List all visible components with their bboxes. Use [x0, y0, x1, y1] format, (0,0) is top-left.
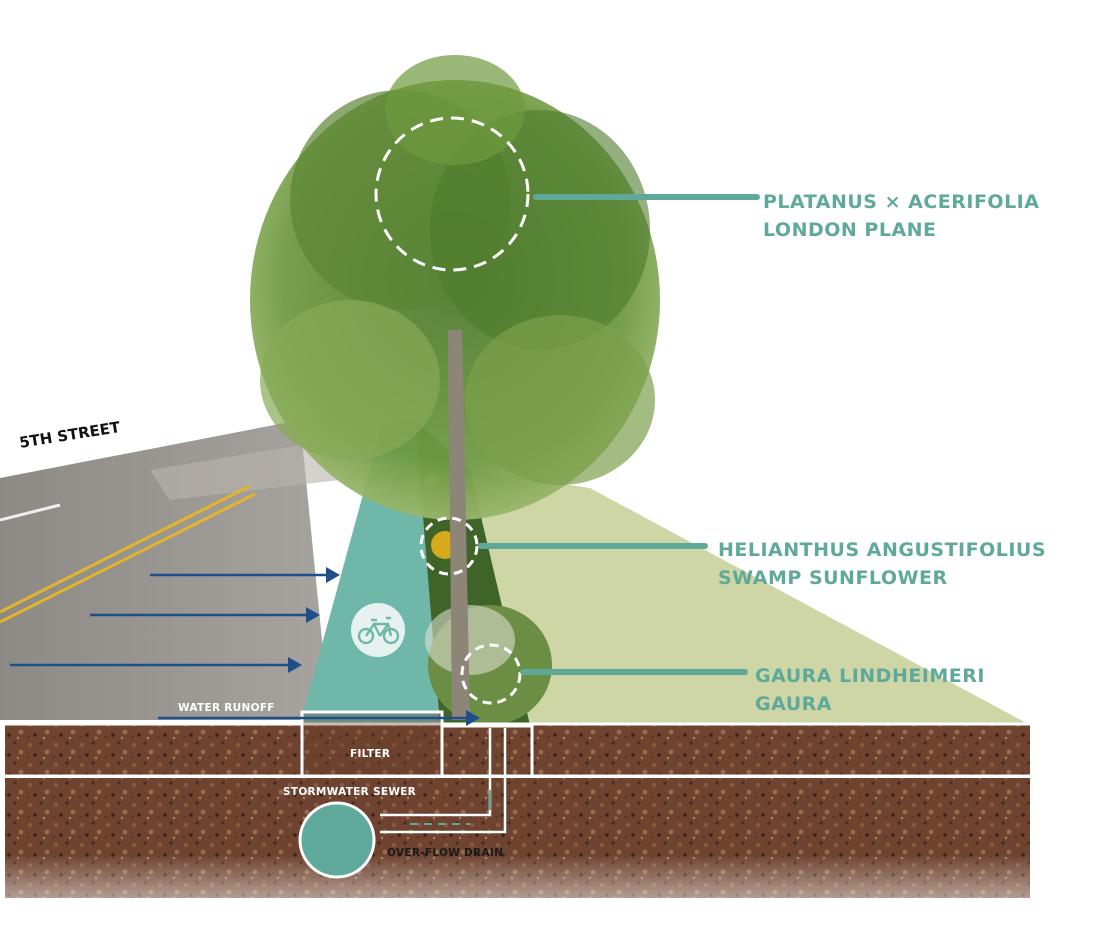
- sunflower-scientific-name: HELIANTHUS ANGUSTIFOLIUS: [718, 536, 1046, 564]
- soil-fade: [0, 778, 1120, 946]
- gaura-callout: GAURA LINDHEIMERI GAURA: [755, 662, 985, 718]
- runoff-arrowhead: [326, 567, 340, 583]
- filter-label: FILTER: [350, 748, 390, 760]
- tree-callout: PLATANUS × ACERIFOLIA LONDON PLANE: [763, 188, 1039, 244]
- tree-common-name: LONDON PLANE: [763, 216, 1039, 244]
- water-runoff-label: WATER RUNOFF: [178, 702, 275, 714]
- stormwater-sewer-label: STORMWATER SEWER: [283, 786, 416, 798]
- gaura-common-name: GAURA: [755, 690, 985, 718]
- sunflower-callout: HELIANTHUS ANGUSTIFOLIUS SWAMP SUNFLOWER: [718, 536, 1046, 592]
- gaura-flowers: [425, 605, 515, 675]
- tree-scientific-name: PLATANUS × ACERIFOLIA: [763, 188, 1039, 216]
- soil-upper: [5, 725, 1030, 775]
- sunflower-common-name: SWAMP SUNFLOWER: [718, 564, 1046, 592]
- stormwater-sewer-pipe: [300, 803, 374, 877]
- filter-box: [302, 712, 442, 776]
- gaura-scientific-name: GAURA LINDHEIMERI: [755, 662, 985, 690]
- overflow-drain-label: OVER-FLOW DRAIN: [387, 847, 503, 859]
- bicycle-icon: [351, 603, 405, 657]
